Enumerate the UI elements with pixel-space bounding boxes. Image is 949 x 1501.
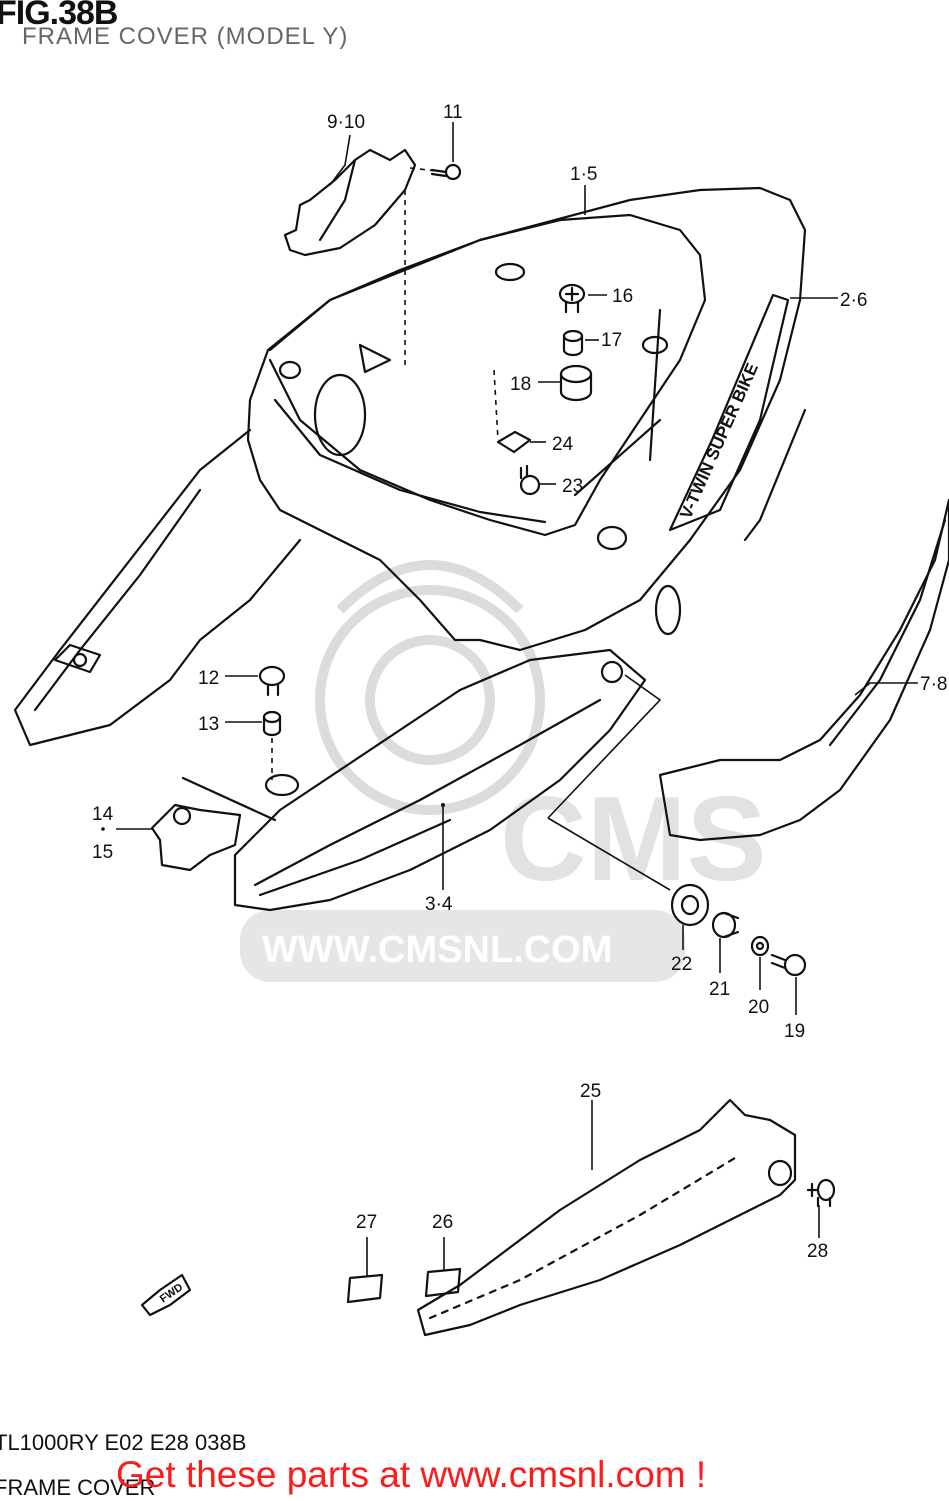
watermark-mascot-circle (315, 585, 545, 815)
cms-watermark (240, 560, 685, 982)
footer-drawing-name: FRAME COVER (0, 1475, 156, 1500)
callout-12: 12 (198, 668, 219, 689)
callout-13: 13 (198, 714, 219, 735)
footer-drawing-code: TL1000RY E02 E28 038B (0, 1430, 247, 1455)
fwd-arrow-icon (140, 1273, 192, 1317)
callout-20: 20 (748, 997, 769, 1018)
callout-22: 22 (671, 954, 692, 975)
grommet-part-18 (559, 364, 593, 402)
v-twin-decal (668, 293, 790, 532)
callout-24: 24 (552, 434, 574, 455)
watermark-mascot-hat (336, 560, 524, 614)
callout-18: 18 (510, 374, 531, 395)
watermark-url: WWW.CMSNL.COM (262, 929, 612, 971)
screw-part-12 (258, 665, 286, 697)
callout-2-6: 2·6 (840, 290, 867, 311)
bolt-part-23 (519, 464, 541, 496)
figure-subtitle: FRAME COVER (MODEL Y) (22, 23, 349, 50)
callout-1-5: 1·5 (570, 164, 597, 185)
left-cover-arm (13, 428, 302, 747)
watermark-brand: CMS (500, 772, 767, 906)
pad-part-27 (346, 1273, 384, 1304)
callout-7-8: 7·8 (920, 674, 947, 695)
callout-14-15-dot (101, 827, 105, 831)
frame-cover-part-7-8 (658, 498, 949, 842)
collar-part-13 (262, 710, 282, 737)
callout-19: 19 (784, 1021, 805, 1042)
callout-28: 28 (807, 1241, 828, 1262)
bolt-part-19 (770, 953, 807, 977)
lower-cover-part-25 (416, 1098, 797, 1337)
callout-11: 11 (443, 102, 463, 123)
figure-id: FIG.38B (0, 0, 118, 32)
watermark-url-plate (240, 910, 685, 982)
clip-marker (358, 343, 392, 374)
callout-16: 16 (612, 286, 633, 307)
watermark-mascot-inner (365, 635, 495, 765)
callout-17: 17 (601, 330, 622, 351)
parts-link-banner[interactable]: Get these parts at www.cmsnl.com ! (116, 1454, 707, 1495)
bolt-part-11 (430, 163, 462, 181)
fwd-label: FWD (158, 1281, 185, 1305)
pad-part-26 (424, 1267, 462, 1298)
seat-cowl-part-1-5 (246, 186, 807, 652)
nut-part-24 (496, 430, 532, 454)
grommet-part-22 (670, 883, 710, 927)
frame-cover-part-3-4 (233, 648, 647, 912)
collar-part-21 (711, 911, 740, 939)
callout-3-4-dot (441, 803, 445, 807)
washer-part-20 (750, 935, 770, 957)
callout-26: 26 (432, 1212, 453, 1233)
clip-part-28 (806, 1178, 836, 1208)
bracket-part-14-15 (150, 803, 242, 872)
collar-part-17 (562, 329, 584, 357)
screw-part-16 (558, 283, 586, 314)
callout-3-4: 3·4 (425, 894, 453, 915)
callout-23: 23 (562, 476, 583, 497)
callout-9-10: 9·10 (327, 112, 365, 133)
callout-25: 25 (580, 1081, 601, 1102)
callout-21: 21 (709, 979, 730, 1000)
callout-15: 15 (92, 842, 113, 863)
callout-14: 14 (92, 804, 114, 825)
leader-lines (116, 122, 918, 1276)
bracket-part-9-10 (283, 148, 417, 257)
callout-27: 27 (356, 1212, 377, 1233)
callout-numbers: 9·10 11 1·5 2·6 16 17 18 24 23 7·8 12 13… (92, 102, 947, 1262)
